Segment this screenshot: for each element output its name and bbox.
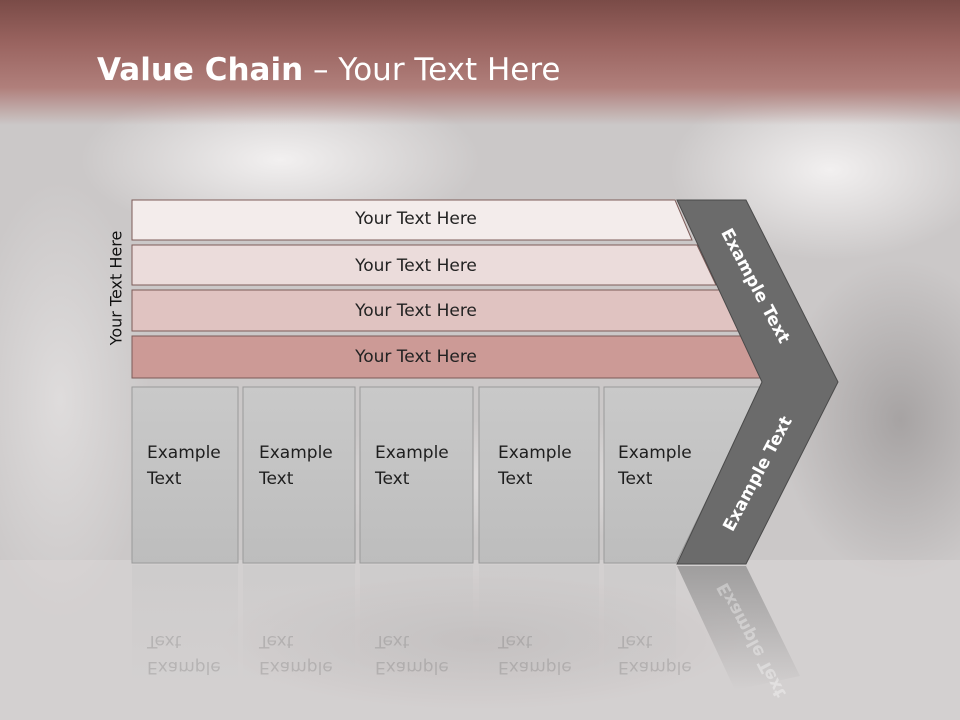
box-2 [242,386,356,564]
box-3 [359,386,474,564]
box-5-line2: Text [618,469,653,489]
title-rest: – Your Text Here [303,52,561,88]
box-2-reflection-line1: Example [259,657,333,677]
box-2-line2: Text [259,469,294,489]
box-4-reflection-text: Example Text [498,628,598,680]
box-4-line2: Text [498,469,533,489]
box-1-reflection-line2: Text [147,631,182,651]
box-4-reflection-line1: Example [498,657,572,677]
slide-title: Value Chain – Your Text Here [97,52,560,88]
bar-1 [131,199,693,241]
bar-4-label: Your Text Here [355,347,477,367]
box-3-reflection-line2: Text [375,631,410,651]
box-5-reflection-line2: Text [618,631,653,651]
box-1-reflection-line1: Example [147,657,221,677]
bar-3-label: Your Text Here [355,301,477,321]
box-5-reflection-line1: Example [618,657,692,677]
box-3-line1: Example [375,443,449,463]
box-5-line1: Example [618,443,692,463]
box-4-line1: Example [498,443,572,463]
box-5-reflection-text: Example Text [618,628,718,680]
box-1-line1: Example [147,443,221,463]
box-5-reflection [604,565,676,685]
box-2-reflection-line2: Text [259,631,294,651]
box-2-reflection [243,565,355,685]
box-4 [478,386,600,564]
bar-2 [131,244,717,286]
box-3-reflection-line1: Example [375,657,449,677]
bar-1-label: Your Text Here [355,209,477,229]
box-3-line2: Text [375,469,410,489]
chevron-reflection [677,566,800,690]
box-1 [131,386,239,564]
box-5 [603,386,763,564]
box-2-line1: Example [259,443,333,463]
chevron-arrow [676,199,839,565]
box-3-reflection-text: Example Text [375,628,475,680]
box-4-reflection-line2: Text [498,631,533,651]
box-3-reflection [360,565,473,685]
title-bold: Value Chain [97,52,304,88]
box-1-reflection-text: Example Text [147,628,247,680]
box-4-reflection [479,565,599,685]
title-banner [0,0,960,125]
box-1-reflection [132,565,238,685]
bar-2-label: Your Text Here [355,256,477,276]
box-1-line2: Text [147,469,182,489]
box-2-reflection-text: Example Text [259,628,359,680]
